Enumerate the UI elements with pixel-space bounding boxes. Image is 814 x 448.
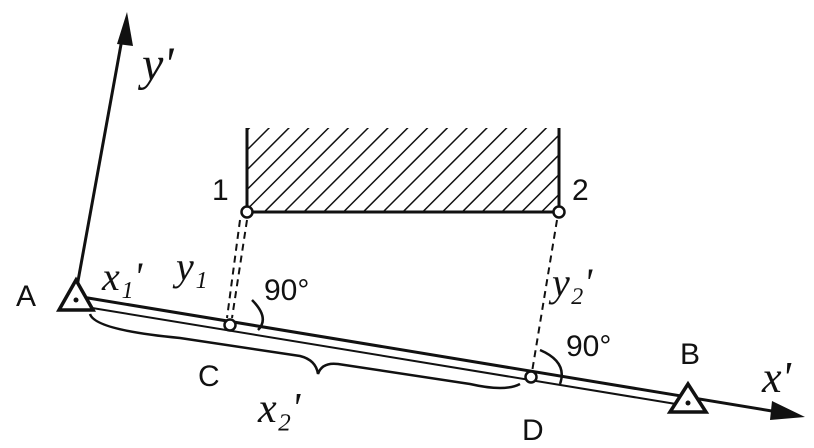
station-b-triangle (666, 380, 710, 414)
label-angle-d: 90° (566, 330, 611, 363)
y-axis-arrowhead (117, 12, 133, 46)
right-angle-arc-c (251, 299, 265, 331)
label-point-c: C (198, 360, 220, 393)
station-a-triangle (55, 276, 97, 312)
x-axis-arrowhead (770, 401, 805, 420)
building-hatch (247, 128, 559, 212)
label-angle-c: 90° (264, 274, 309, 307)
label-axis-y: y' (137, 38, 174, 91)
x-axis-inner-line (79, 305, 683, 406)
label-point-b: B (680, 338, 700, 371)
label-x1: x₁' (101, 254, 144, 299)
point-d-marker (524, 370, 538, 384)
offset-line-1 (231, 219, 248, 319)
station-b-dot (685, 400, 691, 406)
x-axis (75, 294, 791, 416)
label-axis-x: x' (761, 353, 793, 402)
right-angle-arc-d (539, 348, 563, 385)
label-x2: x₂' (257, 386, 301, 432)
label-y1: y₁ (172, 244, 208, 289)
offset-line-1b (226, 219, 241, 319)
point-c-marker (223, 318, 237, 332)
point-2-marker (552, 205, 566, 219)
label-point-2: 2 (572, 174, 589, 207)
label-y2: y₂' (548, 260, 594, 305)
label-point-1: 1 (212, 174, 229, 207)
station-a-dot (73, 297, 79, 303)
label-point-d: D (522, 414, 544, 447)
x2-brace (88, 313, 521, 390)
label-point-a: A (16, 280, 36, 313)
y-axis (74, 27, 126, 293)
point-1-marker (240, 205, 254, 219)
offset-line-2 (531, 219, 558, 373)
